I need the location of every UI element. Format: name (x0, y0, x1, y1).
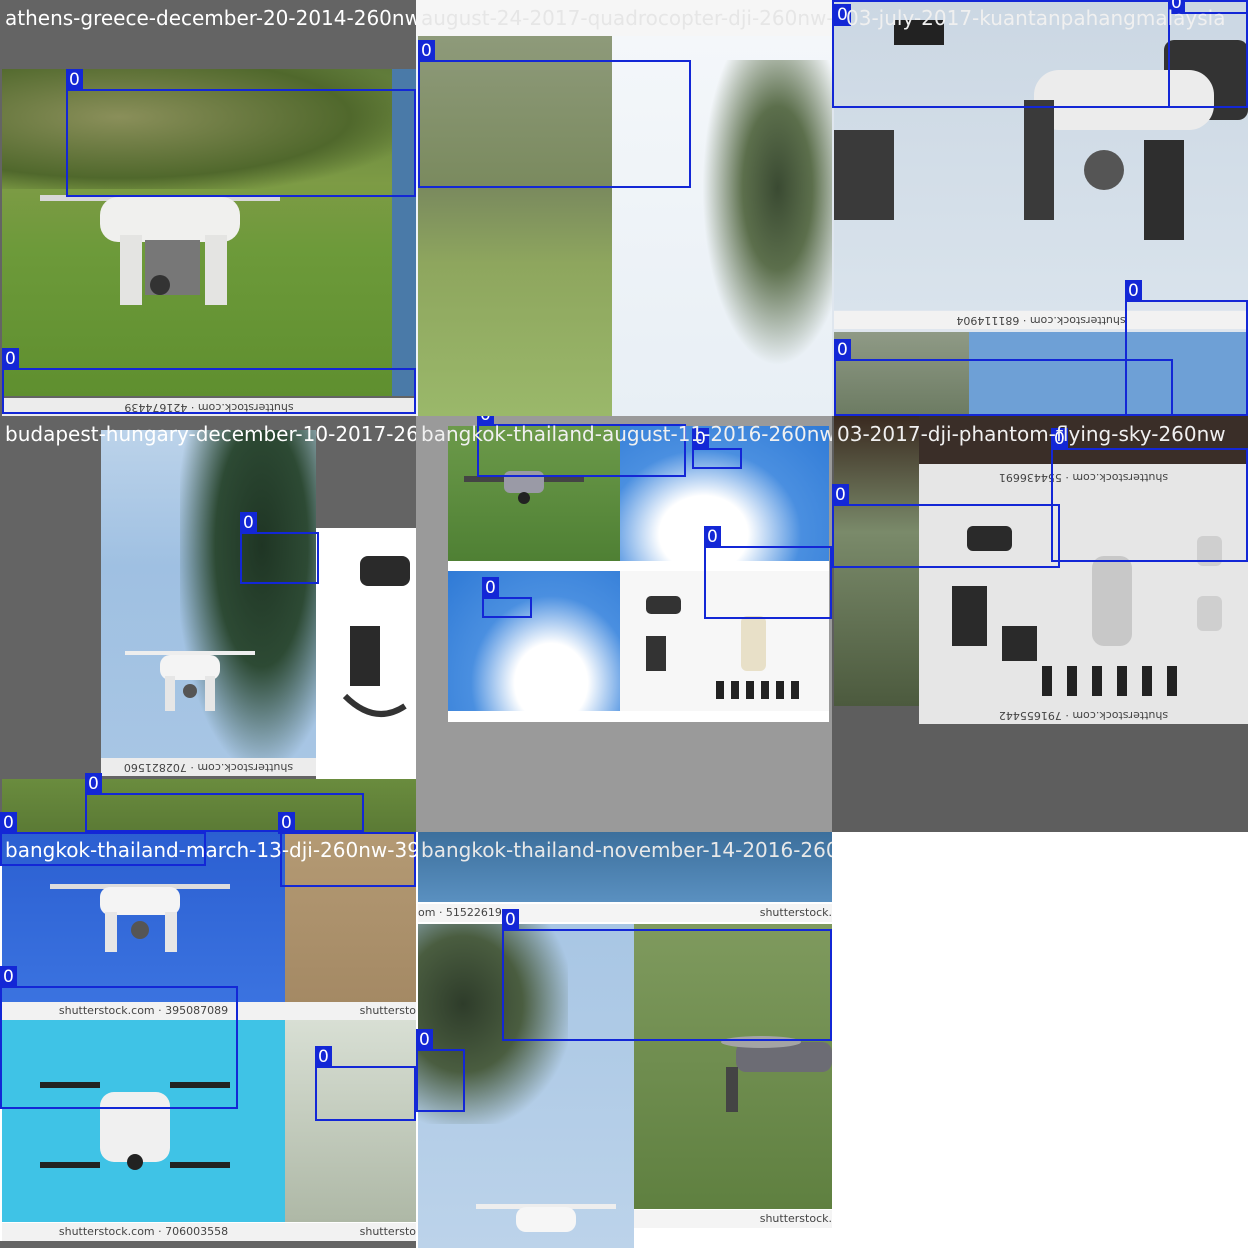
watermark-text-c: shuttersto (285, 1002, 416, 1020)
palm-tree-photo (834, 332, 969, 416)
bbox-class-label: 0 (0, 966, 17, 988)
watermark-text: shutterstock.com · 702821560 (101, 758, 316, 776)
mosaic-tile-2: 0 august-24-2017-quadrocopter-dji-260nw-… (416, 0, 832, 416)
pole (392, 69, 416, 396)
tile-title: 03-2017-dji-phantom-flying-sky-260nw (837, 422, 1226, 446)
bbox-class-label: 0 (834, 4, 851, 26)
watermark-text-a: om · 51522619 (418, 904, 634, 922)
bbox-3: 0 (482, 577, 532, 618)
tile-title: athens-greece-december-20-2014-260nw-246 (5, 6, 416, 30)
watermark-text-b: shutterstock.com · 706003558 (2, 1223, 285, 1241)
drone-controller-icon (342, 556, 410, 717)
bbox-3: 0 (834, 339, 1173, 416)
bbox-class-label: 0 (482, 577, 499, 599)
phantom-drone-icon (50, 884, 230, 952)
bbox-class-label: 0 (1125, 280, 1142, 302)
grass-strip-photo (2, 779, 416, 832)
bbox-class-label: 0 (832, 484, 849, 506)
tile-title: 03-july-2017-kuantanpahangmalaysia (846, 6, 1226, 30)
bbox-0: 0 (66, 69, 416, 197)
tree-foliage (180, 430, 316, 760)
bbox-0: 0 (502, 909, 832, 1041)
bbox-class-label: 0 (416, 1029, 433, 1051)
tile-title: bangkok-thailand-march-13-dji-260nw-395 (5, 838, 416, 862)
phantom-drone-icon (476, 1204, 616, 1232)
bbox-class-label: 0 (2, 348, 19, 370)
phantom-drone-icon (125, 651, 255, 711)
bbox-class-label: 0 (692, 428, 709, 450)
tree-foliage (418, 924, 568, 1124)
bottom-strip (0, 1241, 416, 1248)
tile-title: bangkok-thailand-august-11-2016-260nw-30… (421, 422, 832, 446)
mosaic-tile-7: shutterstock.com · 395087089 shuttersto … (0, 832, 416, 1248)
bbox-1: 0 (85, 773, 364, 832)
bbox-class-label: 0 (704, 526, 721, 548)
watermark-text: shutterstock.com · 791655442 (919, 706, 1248, 724)
bbox-class-label: 0 (0, 812, 17, 834)
top-strip (416, 0, 832, 36)
bbox-class-label: 0 (85, 773, 102, 795)
sky-top-photo (418, 832, 832, 902)
bbox-2: 0 (0, 966, 238, 1109)
bbox-1 (280, 832, 416, 887)
watermark-text-a: shutterstock.com · 395087089 (2, 1002, 285, 1020)
bbox-class-label: 0 (240, 512, 257, 534)
mosaic-tile-5: 0 0 0 0 bangkok-thailand-august-11-2016-… (416, 416, 832, 832)
bbox-1: 0 (692, 428, 742, 469)
phantom-drone-icon (40, 195, 280, 305)
bottom-filler (834, 724, 1248, 832)
sky-photo (969, 332, 1248, 416)
cloud-sky-photo-2 (448, 571, 620, 711)
bbox-2: 0 (704, 526, 832, 619)
drone-kit-icon (646, 596, 799, 699)
mosaic-tile-3: shutterstock.com · 681114904 0 0 0 0 03-… (832, 0, 1248, 416)
tile-title: august-24-2017-quadrocopter-dji-260nw-78… (421, 6, 832, 30)
mosaic-tile-8: om · 51522619 shutterstock. shutterstock… (416, 832, 832, 1248)
bbox-0: 0 (832, 484, 1060, 568)
spark-drone-icon (40, 1082, 230, 1170)
bbox-0: 0 (240, 512, 319, 584)
mosaic-tile-1: shutterstock.com · 421674439 0 0 athens-… (0, 0, 416, 416)
pole-sky-photo (285, 1020, 416, 1222)
bbox-1: 0 (416, 1029, 465, 1112)
bbox-0 (0, 832, 206, 866)
sand-photo (285, 832, 416, 1004)
bbox-class-label: 0 (477, 416, 494, 426)
blue-sky-drone-photo (2, 832, 285, 1004)
bbox-class-label: 0 (278, 812, 295, 834)
bbox-class-label: 0 (418, 40, 435, 62)
bbox-2: 0 (1125, 280, 1248, 416)
mosaic-tile-4: shutterstock.com · 702821560 0 0 budapes… (0, 416, 416, 832)
bbox-class-label: 0 (834, 339, 851, 361)
bbox-class-label: 0 (315, 1046, 332, 1068)
tile-title: bangkok-thailand-november-14-2016-260nw- (421, 838, 832, 862)
bbox-0: 0 (418, 40, 691, 188)
bbox-class-label: 0 (1051, 428, 1068, 450)
bbox-3: 0 (315, 1046, 416, 1121)
watermark-text-c: shutterstock. (634, 1210, 832, 1228)
dark-top-strip (919, 416, 1248, 464)
bbox-1: 0 (1051, 428, 1248, 562)
drone-kit-icon (952, 526, 1222, 696)
tree-house-photo (834, 416, 919, 706)
bbox-1: 0 (2, 348, 416, 414)
left-grass-photo (418, 36, 612, 416)
mosaic-tile-6: shutterstock.com · 554436691 shutterstoc… (832, 416, 1248, 832)
watermark-text-d: shuttersto (285, 1223, 416, 1241)
bbox-class-label: 0 (502, 909, 519, 931)
bbox-class-label: 0 (1168, 0, 1185, 14)
bbox-class-label: 0 (66, 69, 83, 91)
tile-title: budapest-hungary-december-10-2017-260 (5, 422, 416, 446)
grass-drone-photo (448, 426, 620, 561)
bbox-0: 0 (477, 416, 686, 477)
bbox-1: 0 (1168, 0, 1248, 108)
watermark-text-b: shutterstock. (634, 904, 832, 922)
inspire-drone-icon (834, 20, 1248, 240)
tree-branches (696, 60, 832, 380)
